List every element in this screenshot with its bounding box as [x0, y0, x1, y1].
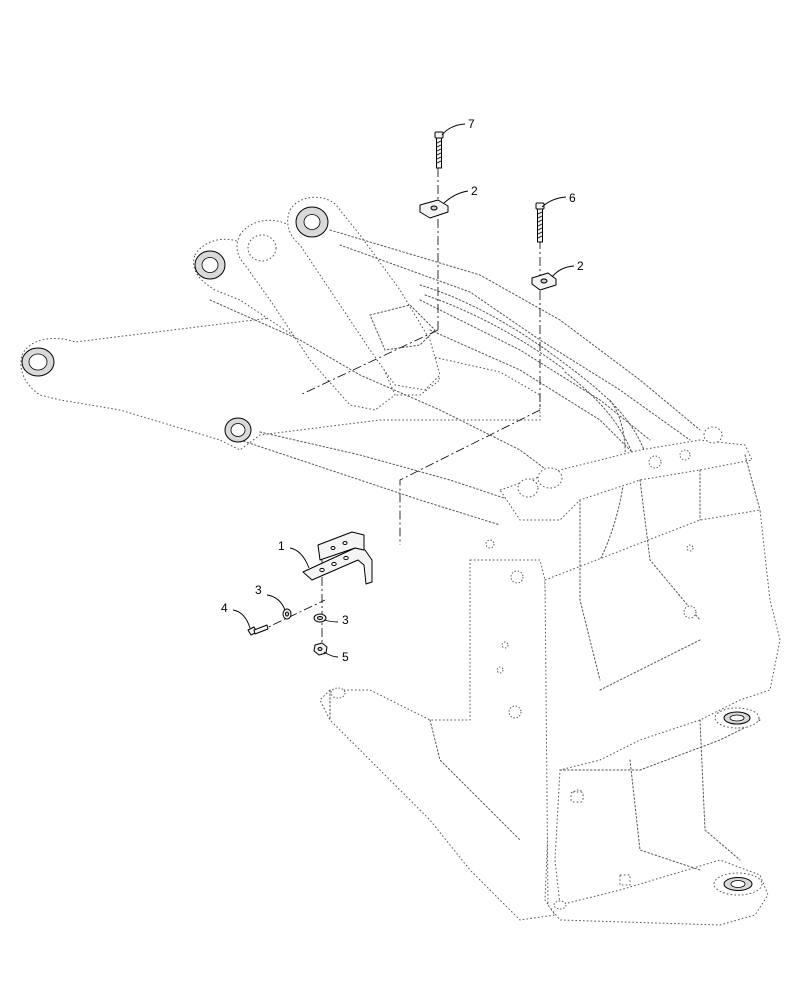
callout-3-left: 3: [255, 583, 262, 597]
articulation-bushing-upper: [714, 707, 760, 729]
articulation-bushing-lower: [713, 872, 763, 896]
bushing-arm-mid: [224, 417, 252, 443]
frame-pin-upper-right: [703, 426, 723, 444]
bracket-part-1: [302, 531, 373, 585]
clip-part-2-upper: [419, 199, 449, 219]
frame-hole: [510, 570, 524, 584]
bushing-boom-tip: [194, 250, 226, 280]
callout-2-right: 2: [577, 259, 584, 273]
bolt-part-6: [535, 202, 545, 243]
callout-2-upper: 2: [471, 184, 478, 198]
callout-3-right: 3: [342, 613, 349, 627]
callout-7: 7: [468, 117, 475, 131]
bushing-bellcrank: [295, 206, 329, 238]
bolt-part-4: [247, 624, 269, 636]
callout-5: 5: [342, 650, 349, 664]
front-frame: [319, 426, 781, 926]
bellcrank: [287, 196, 441, 391]
assembly-lines: [257, 168, 541, 650]
frame-main-body: [544, 509, 781, 926]
loader-arm-assembly: [20, 196, 701, 601]
frame-left-side: [319, 559, 556, 921]
loader-arm-left: [20, 317, 541, 451]
nut-part-5: [313, 642, 328, 656]
callout-6: 6: [569, 191, 576, 205]
clip-part-2-right: [531, 272, 557, 291]
frame-pin-upper-left: [517, 467, 563, 498]
bolt-part-7: [434, 131, 444, 169]
bushing-arm-tip: [21, 347, 55, 377]
washer-part-3-left: [282, 608, 292, 620]
callout-4: 4: [221, 601, 228, 615]
cross-tube: [369, 304, 436, 351]
washer-part-3-right: [313, 613, 327, 623]
pivot-plate-eye: [247, 234, 277, 262]
callout-1: 1: [278, 539, 285, 553]
frame-upper-box: [499, 439, 753, 521]
callouts: 7 2 6 2 1 3 4 3 5: [221, 117, 584, 664]
pivot-plate: [236, 219, 396, 411]
